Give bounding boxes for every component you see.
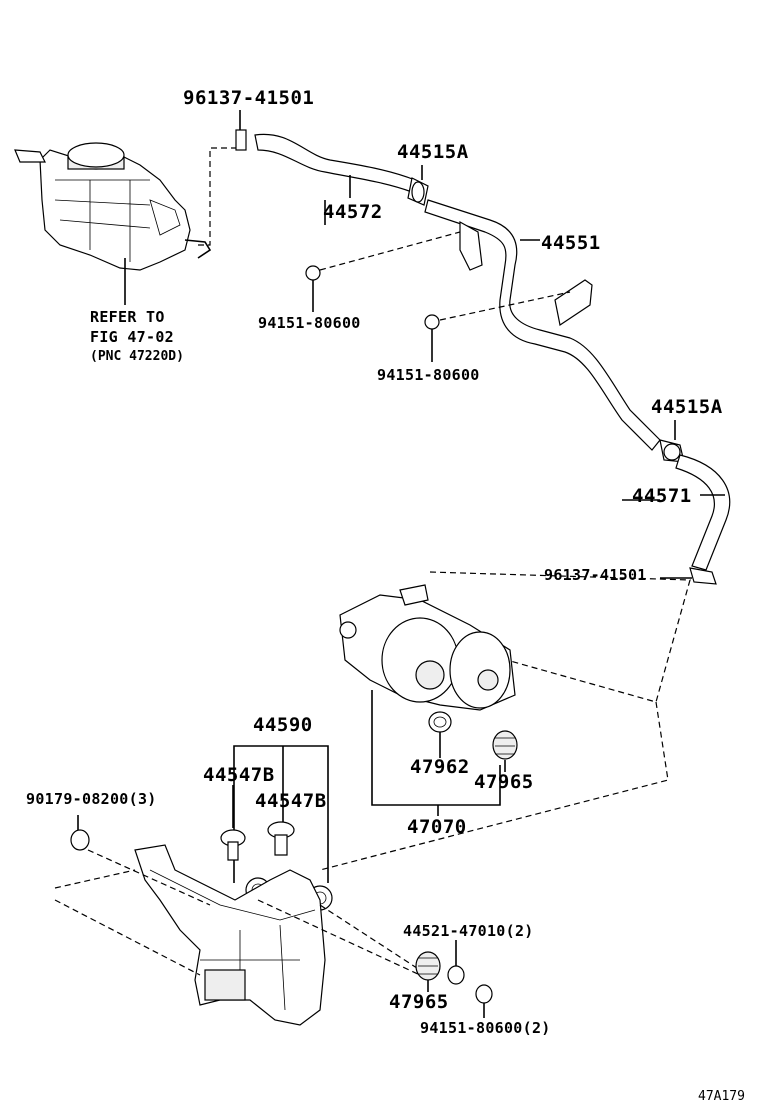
label-44571: 44571: [632, 485, 692, 507]
collar-90179: [70, 815, 90, 851]
bolt-44547b-b: [267, 821, 295, 856]
label-44515a-top: 44515A: [397, 141, 469, 163]
label-96137-top: 96137-41501: [183, 87, 315, 109]
label-44590: 44590: [253, 714, 313, 736]
label-44551: 44551: [541, 232, 601, 254]
pipe-44551: [424, 199, 661, 451]
bracket-dash-left: [54, 849, 211, 976]
nut-94151-c: [475, 984, 493, 1018]
collar-44521: [447, 940, 465, 985]
label-47070: 47070: [407, 816, 467, 838]
label-47965-b: 47965: [389, 991, 449, 1013]
label-refer-fig: FIG 47-02: [90, 328, 174, 346]
hose-44571: [675, 454, 731, 571]
label-94151-b: 94151-80600: [377, 366, 480, 384]
label-47962: 47962: [410, 756, 470, 778]
nut-94151-b: [424, 291, 571, 362]
leader-44590: [233, 745, 329, 883]
clamp-44515a-mid: [659, 420, 685, 463]
pump-47070: [339, 584, 516, 816]
clamp-44515a-top: [407, 165, 429, 206]
clip-96137-mid: [689, 567, 717, 585]
bushing-47965-top: [492, 730, 518, 760]
label-94151-c: 94151-80600(2): [420, 1019, 551, 1037]
figure-code: 47A179: [698, 1089, 745, 1104]
label-44572: 44572: [323, 201, 383, 223]
label-96137-mid: 96137-41501: [544, 566, 647, 584]
label-44521: 44521-47010(2): [403, 922, 534, 940]
bolt-44547b-a: [220, 785, 246, 861]
label-44547b-a: 44547B: [203, 764, 275, 786]
bracket-44590: [134, 844, 326, 1026]
label-refer-pnc: (PNC 47220D): [90, 349, 184, 364]
nut-94151-a: [305, 231, 461, 312]
bushing-47965-bottom: [415, 951, 441, 992]
label-44547b-b: 44547B: [255, 790, 327, 812]
label-47965-a: 47965: [474, 771, 534, 793]
label-94151-a: 94151-80600: [258, 314, 361, 332]
pump-dash-box: [399, 571, 691, 703]
clip-96137-top: [235, 110, 247, 151]
hose-44572: [254, 133, 416, 198]
reservoir-tank: [14, 142, 212, 271]
label-refer-to: REFER TO: [90, 308, 165, 326]
label-44515a-mid: 44515A: [651, 396, 723, 418]
tank-dash-link: [198, 147, 238, 246]
label-90179: 90179-08200(3): [26, 790, 157, 808]
ring-47962: [428, 711, 452, 758]
